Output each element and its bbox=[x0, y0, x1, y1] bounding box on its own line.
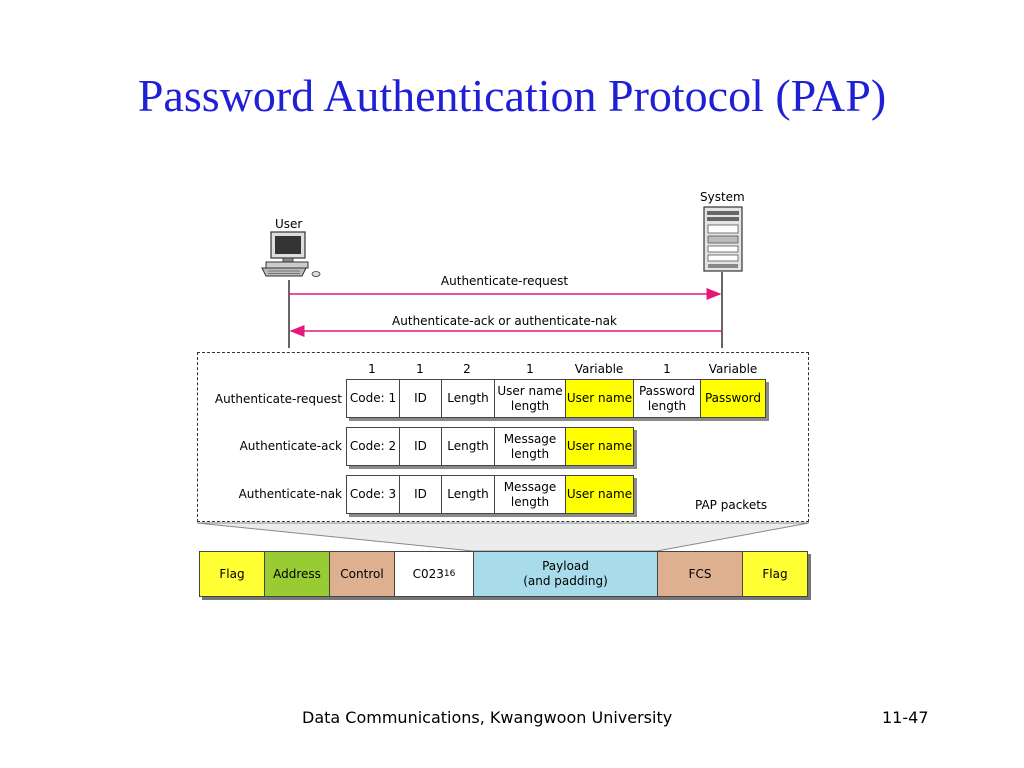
request-password-cell: Password bbox=[700, 379, 766, 418]
nak-code-cell: Code: 3 bbox=[346, 475, 400, 514]
ack-id-cell: ID bbox=[399, 427, 442, 466]
frame-fcs: FCS bbox=[657, 551, 743, 597]
system-label: System bbox=[700, 190, 745, 204]
nak-username-cell: User name bbox=[565, 475, 634, 514]
request-id-cell: ID bbox=[399, 379, 442, 418]
ack-length-cell: Length bbox=[441, 427, 495, 466]
col-size-code: 1 bbox=[368, 362, 376, 376]
ack-message-length-cell: Message length bbox=[494, 427, 566, 466]
request-message-label: Authenticate-request bbox=[440, 274, 569, 288]
request-length-cell: Length bbox=[441, 379, 495, 418]
col-size-id: 1 bbox=[416, 362, 424, 376]
user-computer-icon bbox=[261, 231, 321, 277]
frame-payload: Payload (and padding) bbox=[473, 551, 658, 597]
col-size-f5: Variable bbox=[574, 362, 624, 376]
nak-length-cell: Length bbox=[441, 475, 495, 514]
frame-address: Address bbox=[264, 551, 330, 597]
response-message-label: Authenticate-ack or authenticate-nak bbox=[392, 314, 617, 328]
request-password-length-cell: Password length bbox=[633, 379, 701, 418]
ack-username-cell: User name bbox=[565, 427, 634, 466]
system-server-icon bbox=[703, 206, 743, 272]
frame-protocol-value: C023 bbox=[412, 566, 444, 581]
col-size-length: 2 bbox=[463, 362, 471, 376]
ack-code-cell: Code: 2 bbox=[346, 427, 400, 466]
frame-flag-end: Flag bbox=[742, 551, 808, 597]
footer-page-number: 11-47 bbox=[882, 708, 929, 727]
row-label-nak: Authenticate-nak bbox=[238, 487, 342, 501]
pap-packets-box bbox=[197, 352, 809, 522]
nak-message-length-cell: Message length bbox=[494, 475, 566, 514]
user-label: User bbox=[275, 217, 303, 231]
pap-packets-caption: PAP packets bbox=[695, 498, 768, 512]
request-username-cell: User name bbox=[565, 379, 634, 418]
frame-flag-start: Flag bbox=[199, 551, 265, 597]
nak-id-cell: ID bbox=[399, 475, 442, 514]
frame-control: Control bbox=[329, 551, 395, 597]
col-size-f7: Variable bbox=[708, 362, 758, 376]
row-label-request: Authenticate-request bbox=[214, 392, 342, 406]
slide-title: Password Authentication Protocol (PAP) bbox=[137, 70, 887, 121]
row-label-ack: Authenticate-ack bbox=[239, 439, 342, 453]
payload-connector bbox=[196, 522, 810, 552]
footer-course: Data Communications, Kwangwoon Universit… bbox=[302, 708, 673, 727]
request-code-cell: Code: 1 bbox=[346, 379, 400, 418]
request-username-length-cell: User name length bbox=[494, 379, 566, 418]
col-size-f4: 1 bbox=[526, 362, 534, 376]
col-size-f6: 1 bbox=[663, 362, 671, 376]
frame-protocol-base: 16 bbox=[443, 568, 456, 579]
